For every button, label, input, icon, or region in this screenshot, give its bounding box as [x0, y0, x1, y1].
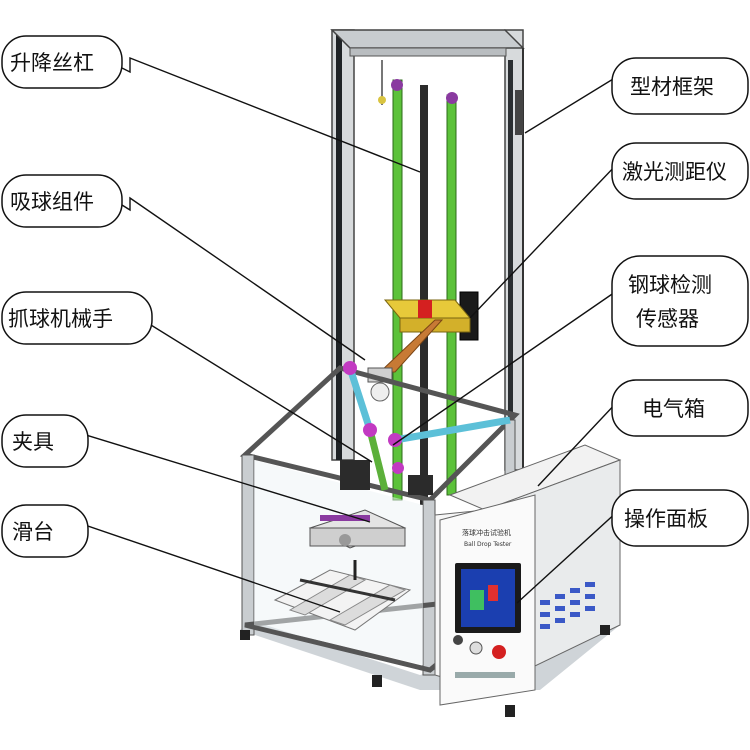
label-lift-screw: 升降丝杠 — [10, 51, 94, 75]
callout-fixture: 夹具 — [1, 414, 89, 468]
enclosure — [239, 365, 528, 676]
grab-ball-manipulator — [340, 361, 511, 495]
label-slide-table: 滑台 — [12, 520, 54, 544]
callout-operation-panel: 操作面板 — [611, 489, 749, 547]
callout-laser-rangefinder: 激光测距仪 — [611, 142, 749, 200]
label-steel-ball-sensor-line1: 钢球检测 — [628, 273, 712, 297]
label-steel-ball-sensor-line2: 传感器 — [636, 307, 699, 331]
suction-ball-assembly — [367, 299, 472, 402]
lift-screw — [378, 60, 458, 505]
callout-electrical-box: 电气箱 — [611, 379, 749, 437]
label-profile-frame: 型材框架 — [630, 75, 714, 99]
label-laser-rangefinder: 激光测距仪 — [622, 160, 727, 184]
machine-illustration: 落球冲击试验机 Ball Drop Tester — [239, 29, 622, 717]
label-electrical-box: 电气箱 — [642, 397, 705, 421]
callout-grab-ball-manipulator: 抓球机械手 — [1, 291, 153, 345]
label-suction-ball-assembly: 吸球组件 — [10, 190, 94, 214]
callout-lift-screw: 升降丝杠 — [1, 35, 123, 89]
fixture — [308, 509, 407, 580]
callout-profile-frame: 型材框架 — [611, 57, 749, 115]
panel-title-cn: 落球冲击试验机 — [462, 528, 511, 537]
label-fixture: 夹具 — [12, 430, 54, 454]
callout-slide-table: 滑台 — [1, 504, 89, 558]
callout-suction-ball-assembly: 吸球组件 — [1, 174, 123, 228]
operation-panel: 落球冲击试验机 Ball Drop Tester — [439, 494, 536, 706]
callout-steel-ball-sensor: 钢球检测 传感器 — [611, 255, 749, 347]
profile-frame — [330, 29, 525, 471]
label-grab-ball-manipulator: 抓球机械手 — [8, 307, 113, 331]
panel-title-en: Ball Drop Tester — [464, 541, 512, 548]
label-operation-panel: 操作面板 — [624, 507, 708, 531]
